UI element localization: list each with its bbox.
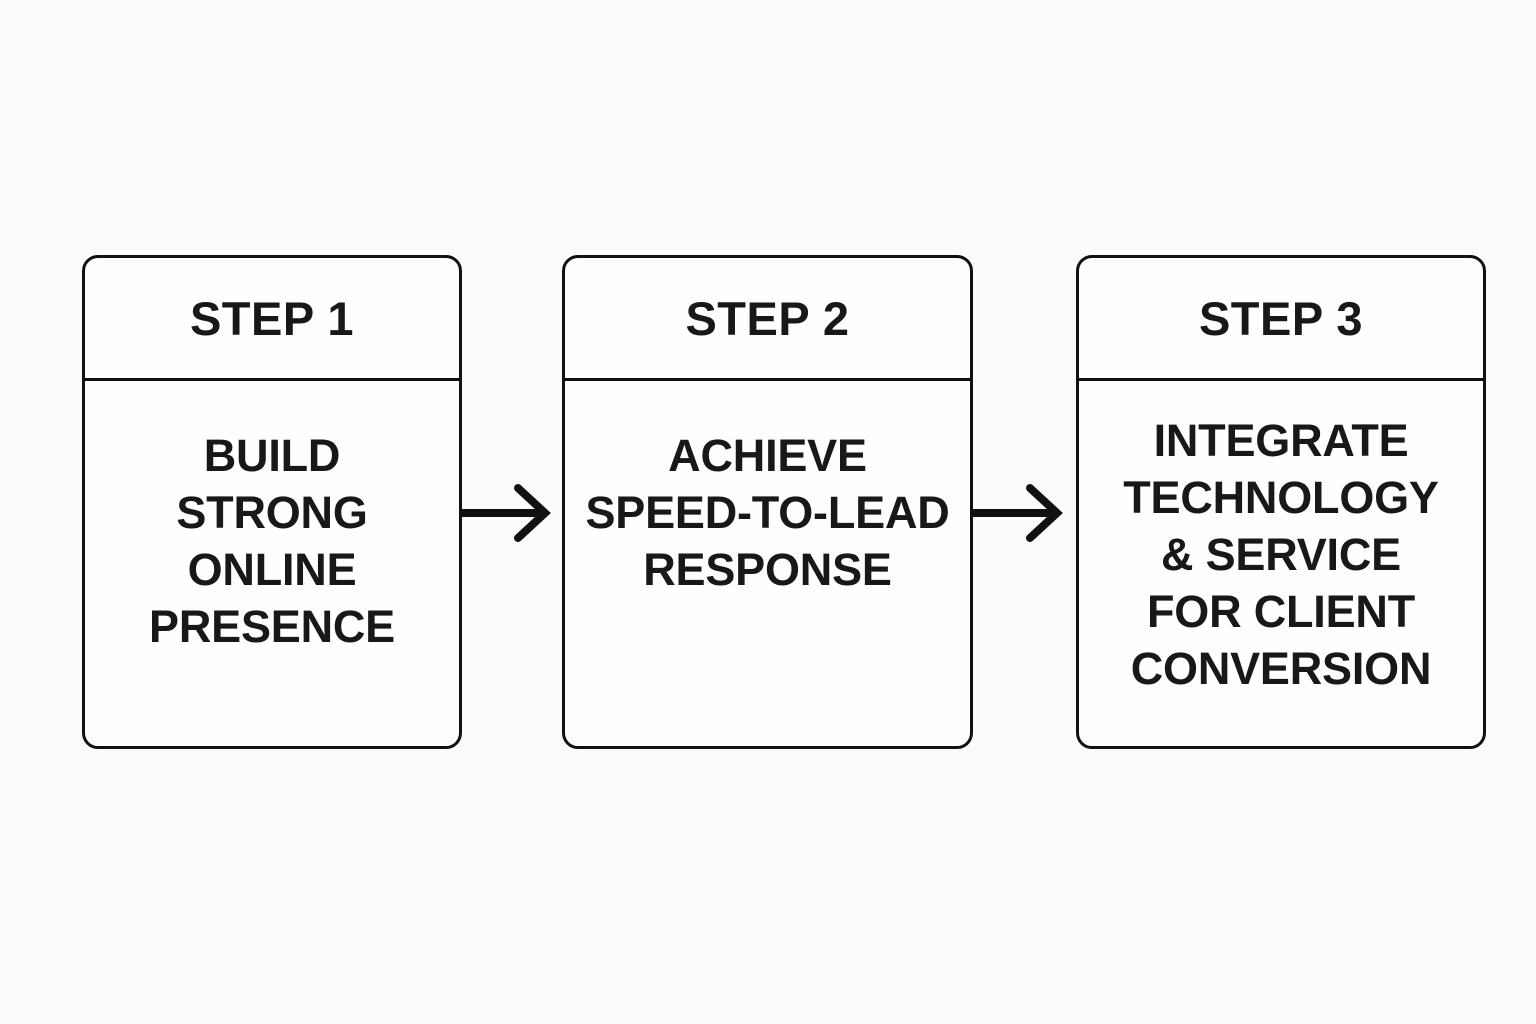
step-card-2-line-2: SPEED-TO-LEAD (585, 487, 950, 538)
step-card-3-line-5: CONVERSION (1130, 643, 1432, 694)
step-card-3-line-3: & SERVICE (1161, 529, 1401, 580)
step-card-3-header: STEP 3 (1079, 258, 1483, 381)
step-card-3-body: INTEGRATE TECHNOLOGY & SERVICE FOR CLIEN… (1079, 381, 1483, 746)
arrow-step2-to-step3-icon (971, 478, 1079, 548)
arrow-step1-to-step2-icon (461, 478, 565, 548)
step-card-3-line-2: TECHNOLOGY (1123, 472, 1439, 523)
step-card-1-line-1: BUILD (203, 430, 341, 481)
step-card-2-title: STEP 2 (685, 291, 850, 345)
step-card-1-line-3: ONLINE (187, 544, 357, 595)
step-card-2: STEP 2 ACHIEVE SPEED-TO-LEAD RESPONSE (562, 255, 973, 749)
step-card-2-line-3: RESPONSE (643, 544, 892, 595)
step-card-1-title: STEP 1 (189, 291, 355, 345)
step-card-2-header: STEP 2 (565, 258, 970, 381)
step-card-1-line-4: PRESENCE (149, 601, 395, 652)
step-card-1-body: BUILD STRONG ONLINE PRESENCE (85, 381, 459, 746)
step-card-3-line-4: FOR CLIENT (1147, 586, 1415, 637)
step-card-1-line-2: STRONG (176, 487, 368, 538)
step-card-2-body: ACHIEVE SPEED-TO-LEAD RESPONSE (565, 381, 970, 746)
step-card-3: STEP 3 INTEGRATE TECHNOLOGY & SERVICE FO… (1076, 255, 1486, 749)
step-card-3-line-1: INTEGRATE (1153, 415, 1409, 466)
step-card-2-line-1: ACHIEVE (668, 430, 867, 481)
step-card-1: STEP 1 BUILD STRONG ONLINE PRESENCE (82, 255, 462, 749)
step-card-3-title: STEP 3 (1198, 291, 1364, 345)
step-card-1-header: STEP 1 (85, 258, 459, 381)
